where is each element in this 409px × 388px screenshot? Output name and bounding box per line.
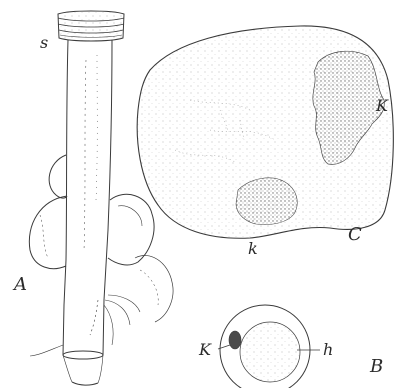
specimen-c bbox=[137, 26, 393, 238]
specimen-a-tube bbox=[63, 40, 112, 355]
label-s: s bbox=[40, 33, 48, 52]
specimen-c-patch-bottom bbox=[236, 178, 297, 225]
label-b: B bbox=[369, 356, 383, 377]
specimen-a-threads bbox=[30, 295, 140, 356]
label-c-k-bottom: k bbox=[248, 239, 258, 258]
label-a: A bbox=[12, 274, 27, 295]
specimen-a-top-ring bbox=[58, 11, 124, 41]
specimen-a-bottom-end bbox=[63, 351, 103, 385]
specimen-a bbox=[29, 11, 173, 385]
specimen-b-inner-ring bbox=[240, 322, 300, 382]
label-c: C bbox=[348, 224, 362, 245]
specimen-b bbox=[218, 305, 320, 388]
label-c-k-right: K bbox=[375, 96, 389, 115]
label-b-k: K bbox=[198, 340, 212, 359]
specimen-b-dark-spot bbox=[229, 331, 241, 349]
label-b-h: h bbox=[323, 340, 333, 359]
